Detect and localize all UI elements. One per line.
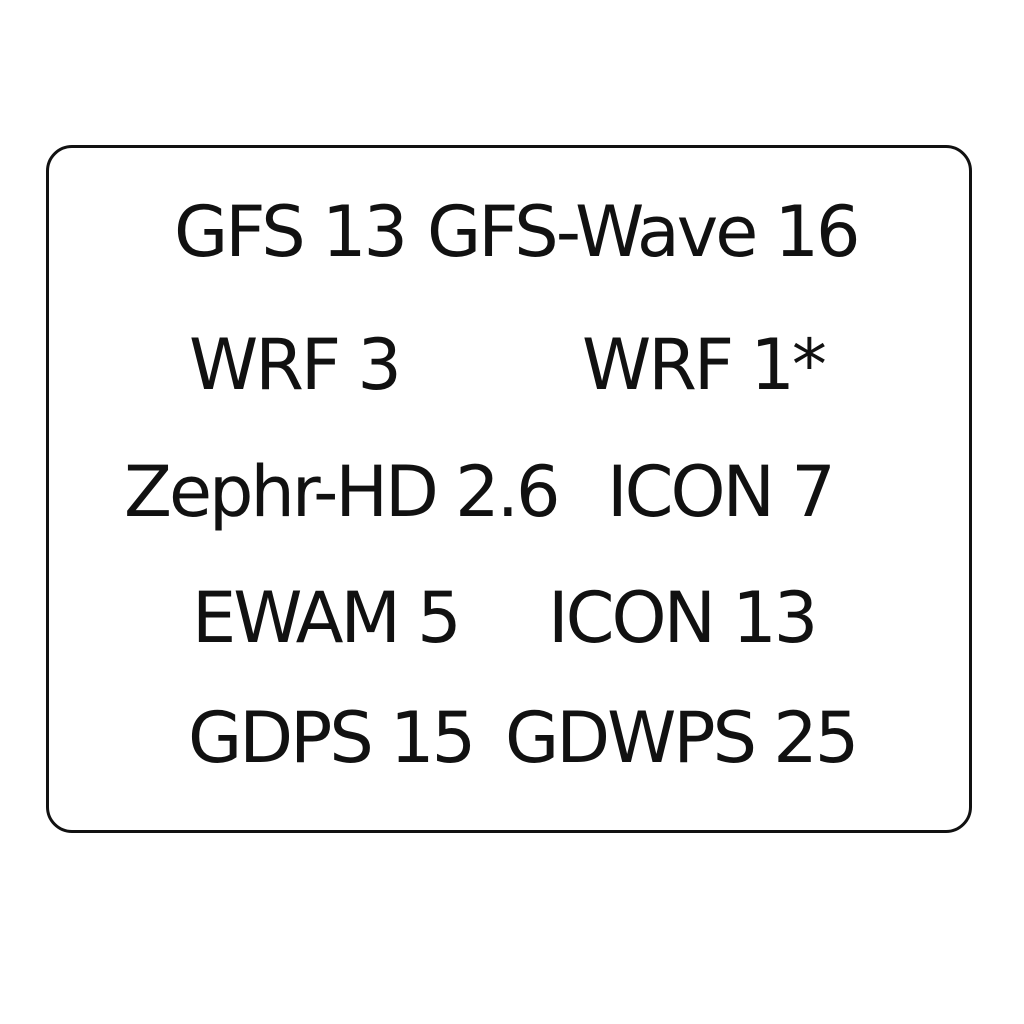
model-label-gdps: GDPS 15	[188, 697, 476, 779]
model-label-wrf-3: WRF 3	[189, 324, 402, 406]
model-label-ewam: EWAM 5	[192, 577, 462, 659]
model-label-zephr-hd: Zephr-HD 2.6	[124, 451, 560, 533]
model-label-gdwps: GDWPS 25	[505, 697, 859, 779]
model-label-icon-7: ICON 7	[607, 451, 836, 533]
model-label-gfs: GFS 13	[174, 191, 408, 273]
model-label-gfs-wave: GFS-Wave 16	[427, 191, 861, 273]
model-label-wrf-1: WRF 1*	[582, 324, 827, 406]
model-label-icon-13: ICON 13	[548, 577, 818, 659]
model-list-panel	[46, 145, 972, 833]
